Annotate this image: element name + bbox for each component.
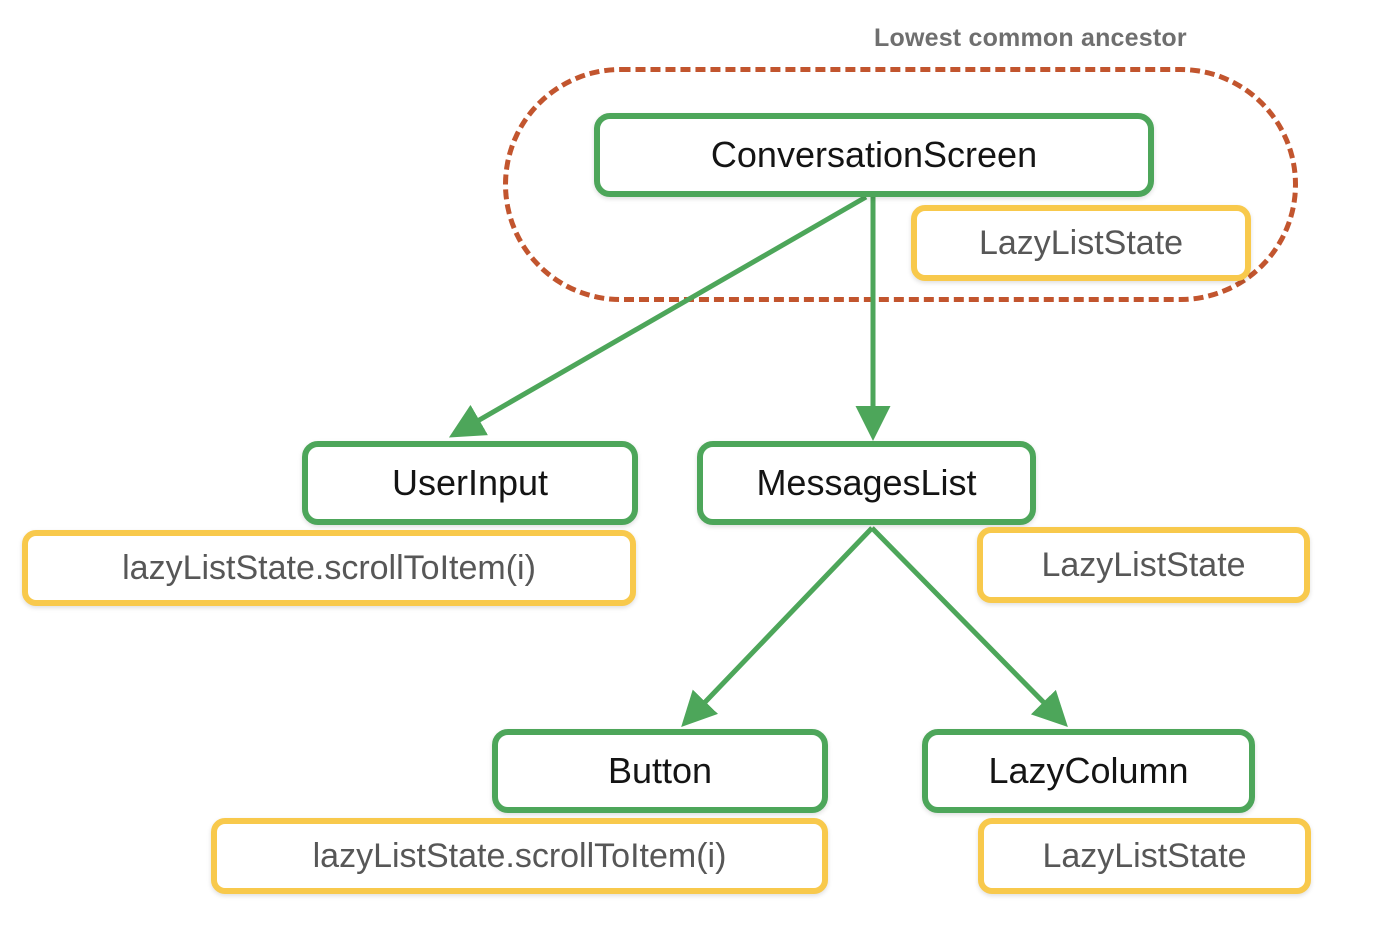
state-chip-conversationscreen-label: LazyListState [978,223,1184,262]
node-lazycolumn[interactable]: LazyColumn [922,729,1255,813]
state-chip-userinput-label: lazyListState.scrollToItem(i) [122,548,536,587]
state-chip-userinput[interactable]: lazyListState.scrollToItem(i) [22,530,636,606]
edge-messageslist-to-lazycolumn [870,526,1068,727]
state-chip-button[interactable]: lazyListState.scrollToItem(i) [211,818,828,894]
state-chip-button-label: lazyListState.scrollToItem(i) [312,836,727,875]
lowest-common-ancestor-label: Lowest common ancestor [874,24,1187,52]
edge-conversationscreen-to-userinput [448,194,868,438]
state-chip-lazycolumn-label: LazyListState [1042,836,1247,875]
state-chip-lazycolumn[interactable]: LazyListState [978,818,1311,894]
node-button[interactable]: Button [492,729,828,813]
node-conversationscreen-label: ConversationScreen [710,134,1038,175]
state-chip-messageslist-label: LazyListState [1041,545,1246,584]
node-userinput[interactable]: UserInput [302,441,638,525]
node-lazycolumn-label: LazyColumn [988,750,1189,791]
node-messageslist[interactable]: MessagesList [697,441,1036,525]
node-userinput-label: UserInput [391,462,549,503]
edge-messageslist-to-button [681,526,874,728]
state-chip-messageslist[interactable]: LazyListState [977,527,1310,603]
node-button-label: Button [607,750,713,791]
state-chip-conversationscreen[interactable]: LazyListState [911,205,1251,281]
node-conversationscreen[interactable]: ConversationScreen [594,113,1154,197]
node-messageslist-label: MessagesList [756,462,977,503]
